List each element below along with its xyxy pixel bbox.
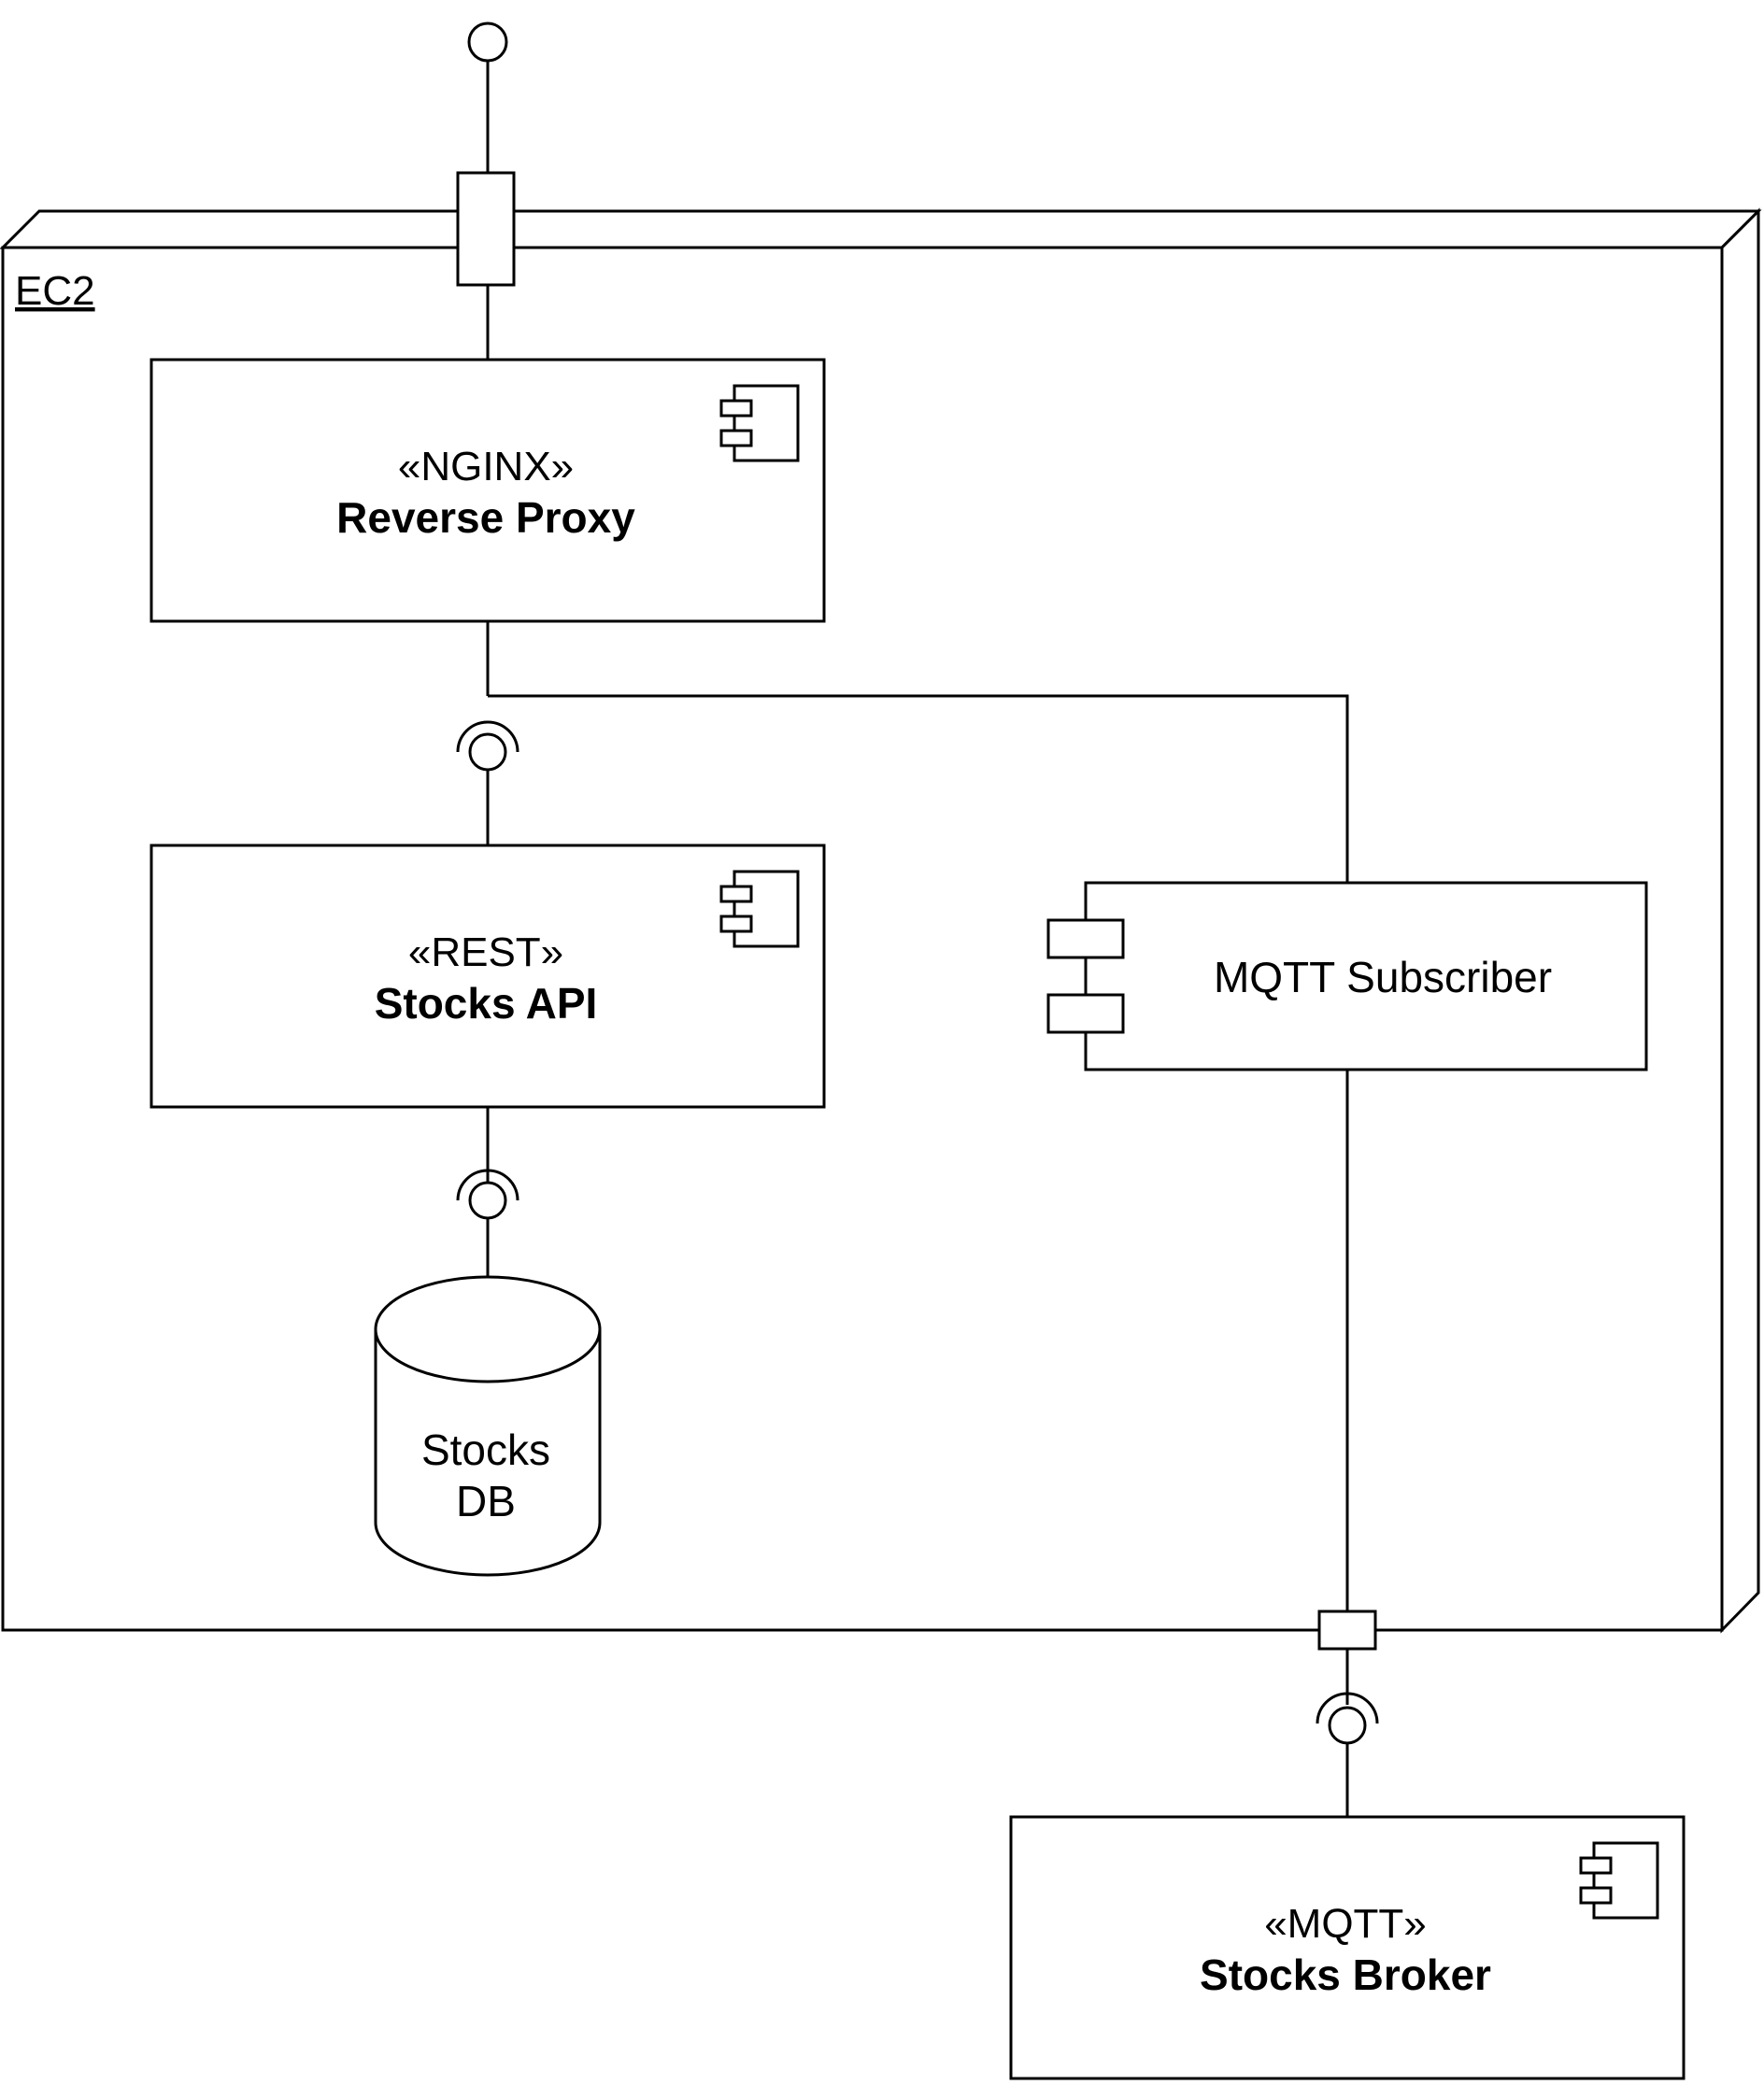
external-provided-interface	[467, 21, 508, 63]
stocks-api-interface	[456, 720, 519, 772]
stocks-api-component[interactable]: «REST» Stocks API	[149, 844, 826, 1109]
component-port-top	[1046, 918, 1125, 959]
mqtt-subscriber-name: MQTT Subscriber	[1214, 953, 1552, 1001]
stocks-db-interface	[456, 1169, 519, 1220]
stocks-broker-component[interactable]: «MQTT» Stocks Broker	[1009, 1815, 1686, 2080]
stocks-db-label-line1: Stocks	[421, 1425, 550, 1474]
stocks-api-stereotype: «REST»	[408, 929, 563, 975]
reverse-proxy-stereotype: «NGINX»	[398, 444, 574, 489]
component-icon	[719, 384, 800, 462]
reverse-proxy-component[interactable]: «NGINX» Reverse Proxy	[149, 358, 826, 623]
component-port-bottom	[1046, 993, 1125, 1034]
mqtt-subscriber-component[interactable]: MQTT Subscriber	[1046, 881, 1648, 1071]
ec2-top-port[interactable]	[456, 171, 516, 287]
component-icon	[1579, 1841, 1659, 1920]
ec2-node-label: EC2	[15, 268, 95, 314]
stocks-broker-interface	[1316, 1692, 1379, 1745]
proxy-to-subscriber-line	[488, 694, 1349, 883]
stocks-api-name: Stocks API	[375, 979, 598, 1028]
stocks-broker-stereotype: «MQTT»	[1264, 1901, 1427, 1947]
reverse-proxy-name: Reverse Proxy	[336, 493, 635, 542]
ec2-bottom-port[interactable]	[1317, 1610, 1377, 1651]
component-icon	[719, 870, 800, 948]
stocks-db-label-line2: DB	[456, 1477, 516, 1525]
stocks-db-cylinder[interactable]: Stocks DB	[374, 1275, 602, 1577]
stocks-broker-name: Stocks Broker	[1200, 1950, 1491, 1999]
